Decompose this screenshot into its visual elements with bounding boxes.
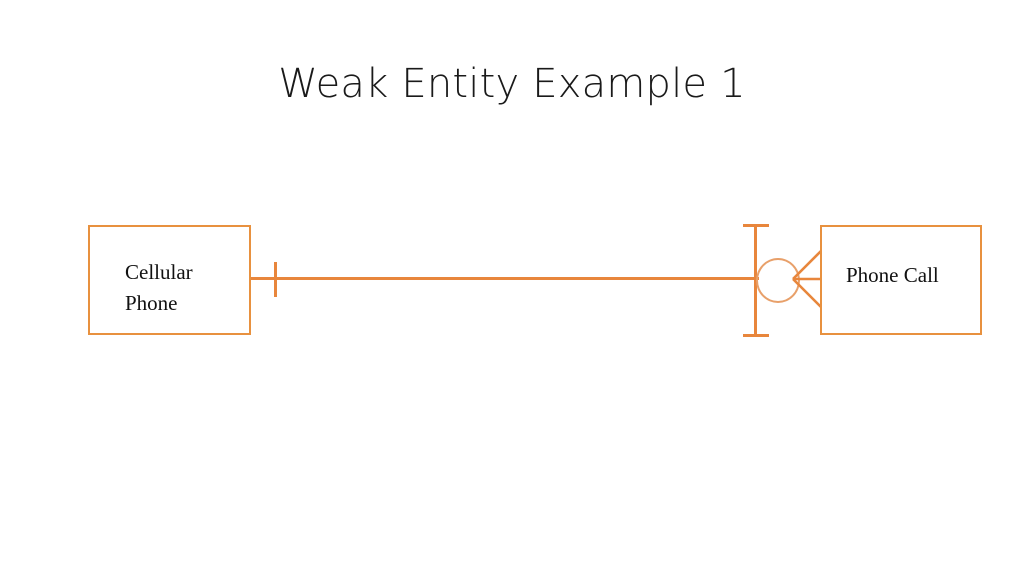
entity-box-cellular-phone[interactable]: Cellular Phone (88, 225, 251, 335)
cardinality-bar-cap-top-icon (743, 224, 769, 227)
cardinality-crows-foot-icon (792, 249, 823, 309)
cardinality-mandatory-bar-icon (754, 224, 757, 337)
entity-box-phone-call[interactable]: Phone Call (820, 225, 982, 335)
cardinality-one-tick-icon (274, 262, 277, 297)
cardinality-bar-cap-bottom-icon (743, 334, 769, 337)
entity-label-phone-call: Phone Call (846, 263, 939, 287)
entity-label-cellular-phone: Cellular Phone (125, 260, 193, 315)
cardinality-zero-circle-icon (756, 258, 800, 303)
page-title: Weak Entity Example 1 (278, 61, 746, 107)
relationship-line (251, 277, 759, 280)
